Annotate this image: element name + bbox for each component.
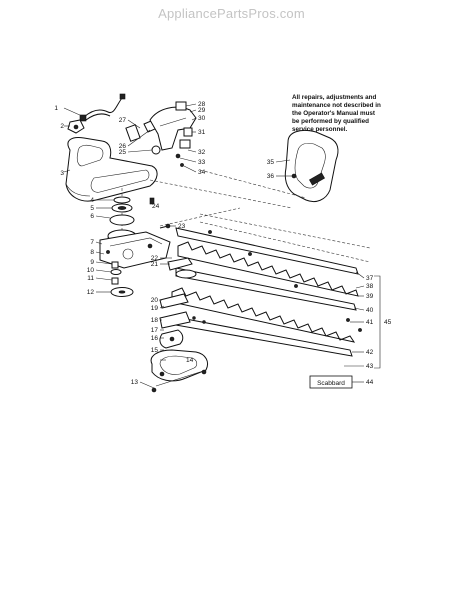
callout-10: 10	[87, 267, 95, 274]
callout-44: 44	[366, 379, 374, 386]
callout-26: 26	[119, 143, 127, 150]
leader-lines-right	[179, 103, 365, 383]
callout-1: 1	[54, 105, 58, 112]
alignment-line	[159, 207, 241, 227]
alignment-line	[199, 169, 307, 199]
callout-2: 2	[60, 123, 64, 130]
blade-clamp-plates	[159, 311, 206, 349]
callout-13: 13	[131, 379, 139, 386]
callout-33: 33	[198, 159, 206, 166]
callout-19: 19	[151, 305, 159, 312]
callout-36: 36	[267, 173, 275, 180]
watermark: AppliancePartsPros.com	[158, 6, 305, 21]
callout-7: 7	[90, 239, 94, 246]
rear-handle	[65, 137, 158, 202]
leader-lines	[63, 107, 176, 389]
note-line: maintenance not described in	[292, 102, 381, 109]
callout-23: 23	[178, 223, 186, 230]
callout-32: 32	[198, 149, 206, 156]
callout-4: 4	[90, 197, 94, 204]
callout-45: 45	[384, 319, 392, 326]
note-line: be performed by qualified	[292, 118, 369, 125]
callout-43: 43	[366, 363, 374, 370]
callout-9: 9	[90, 259, 94, 266]
callout-16: 16	[151, 335, 159, 342]
small-hardware	[110, 223, 171, 285]
callout-31: 31	[198, 129, 206, 136]
callout-28: 28	[198, 101, 206, 108]
callout-labels: 1 2 3 4 5 6 7 8 9 10 11 12 13 14 15 16 1…	[54, 101, 391, 387]
cord-retainer	[67, 119, 85, 134]
front-handle-guard	[284, 129, 339, 203]
callout-15: 15	[151, 347, 159, 354]
callout-37: 37	[366, 275, 374, 282]
callout-35: 35	[267, 159, 275, 166]
callout-11: 11	[87, 275, 94, 282]
callout-3: 3	[60, 170, 64, 177]
power-cord	[79, 93, 126, 122]
callout-27: 27	[119, 117, 127, 124]
gear-disc	[110, 287, 134, 297]
callout-21: 21	[151, 261, 159, 268]
callout-18: 18	[151, 317, 159, 324]
callout-20: 20	[151, 297, 159, 304]
alignment-line	[149, 179, 293, 209]
front-switch-handle	[149, 101, 197, 167]
callout-34: 34	[198, 169, 206, 176]
blade-assembly	[159, 213, 371, 357]
callout-39: 39	[366, 293, 374, 300]
callout-8: 8	[90, 249, 94, 256]
scabbard-label: Scabbard	[317, 380, 345, 387]
callout-41: 41	[366, 319, 374, 326]
note-line: service personnel.	[292, 126, 348, 133]
callout-17: 17	[151, 327, 159, 334]
callout-22: 22	[151, 255, 159, 262]
callout-38: 38	[366, 283, 374, 290]
service-note: All repairs, adjustments and maintenance…	[292, 94, 394, 134]
callout-24: 24	[152, 203, 160, 210]
callout-30: 30	[198, 115, 206, 122]
callout-5: 5	[90, 205, 94, 212]
note-line: the Operator's Manual must	[292, 110, 376, 117]
group-bracket	[374, 275, 381, 369]
callout-12: 12	[87, 289, 95, 296]
callout-25: 25	[119, 149, 127, 156]
callout-6: 6	[90, 213, 94, 220]
callout-42: 42	[366, 349, 374, 356]
callout-14: 14	[186, 357, 194, 364]
blade-guard	[150, 349, 209, 393]
callout-29: 29	[198, 107, 206, 114]
callout-40: 40	[366, 307, 374, 314]
note-line: All repairs, adjustments and	[292, 94, 377, 101]
